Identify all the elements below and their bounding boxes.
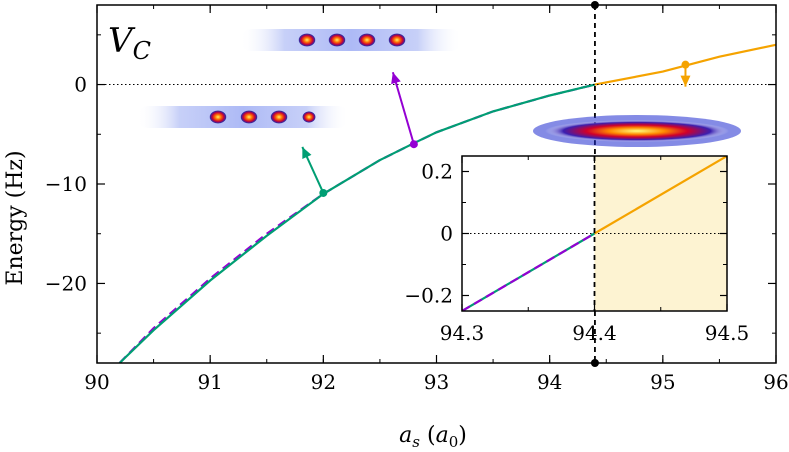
inset-series-orange	[593, 156, 727, 235]
main-series-group	[118, 43, 776, 363]
marker-arrow-2	[391, 71, 415, 145]
y-tick-label: −10	[45, 172, 87, 196]
marker-point-3	[681, 60, 690, 69]
x-tick-label-96: 96	[763, 370, 788, 394]
inset-y-tick-label: 0	[440, 222, 453, 246]
x-axis-title: as (a0)	[399, 423, 467, 451]
inset-series-purple	[462, 232, 596, 311]
x-tick-label-92: 92	[311, 370, 336, 394]
potential-label: VC	[108, 21, 151, 65]
y-tick-label: −20	[45, 271, 87, 295]
y-tick-label: 0	[74, 73, 87, 97]
density-images	[137, 29, 741, 147]
series-line-1	[118, 83, 596, 363]
density-image-four-blobs-upper	[240, 29, 462, 51]
series-line-3	[594, 43, 776, 86]
x-tick-label-95: 95	[650, 370, 675, 394]
x-tick-label-90: 90	[84, 370, 109, 394]
x-tick-label-94: 94	[537, 370, 562, 394]
main-decor-group	[96, 1, 777, 367]
inset-x-tick-label: 94.4	[572, 321, 617, 345]
inset-series-group	[462, 156, 727, 311]
series-line-2	[118, 83, 596, 363]
density-image-four-blobs-lower	[137, 106, 349, 128]
inset-x-tick-label: 94.3	[440, 321, 485, 345]
y-axis-title: Energy (Hz)	[3, 150, 28, 285]
density-image-condensate	[533, 115, 741, 147]
inset-y-tick-label: 0.2	[421, 160, 453, 184]
inset-y-tick-label: −0.2	[404, 284, 453, 308]
inset-shaded-region	[594, 156, 727, 311]
marker-arrowhead-3	[680, 75, 691, 87]
marker-point-1	[319, 188, 328, 197]
marker-point-2	[409, 140, 418, 149]
inset-chart: 94.3 94.4 94.5 0.2 0 −0.2	[404, 155, 750, 345]
x-tick-label-93: 93	[424, 370, 449, 394]
marker-arrowhead-2	[391, 72, 401, 85]
inset-x-tick-label: 94.5	[705, 321, 750, 345]
x-tick-label-91: 91	[197, 370, 222, 394]
marker-arrowhead-1	[302, 146, 312, 160]
